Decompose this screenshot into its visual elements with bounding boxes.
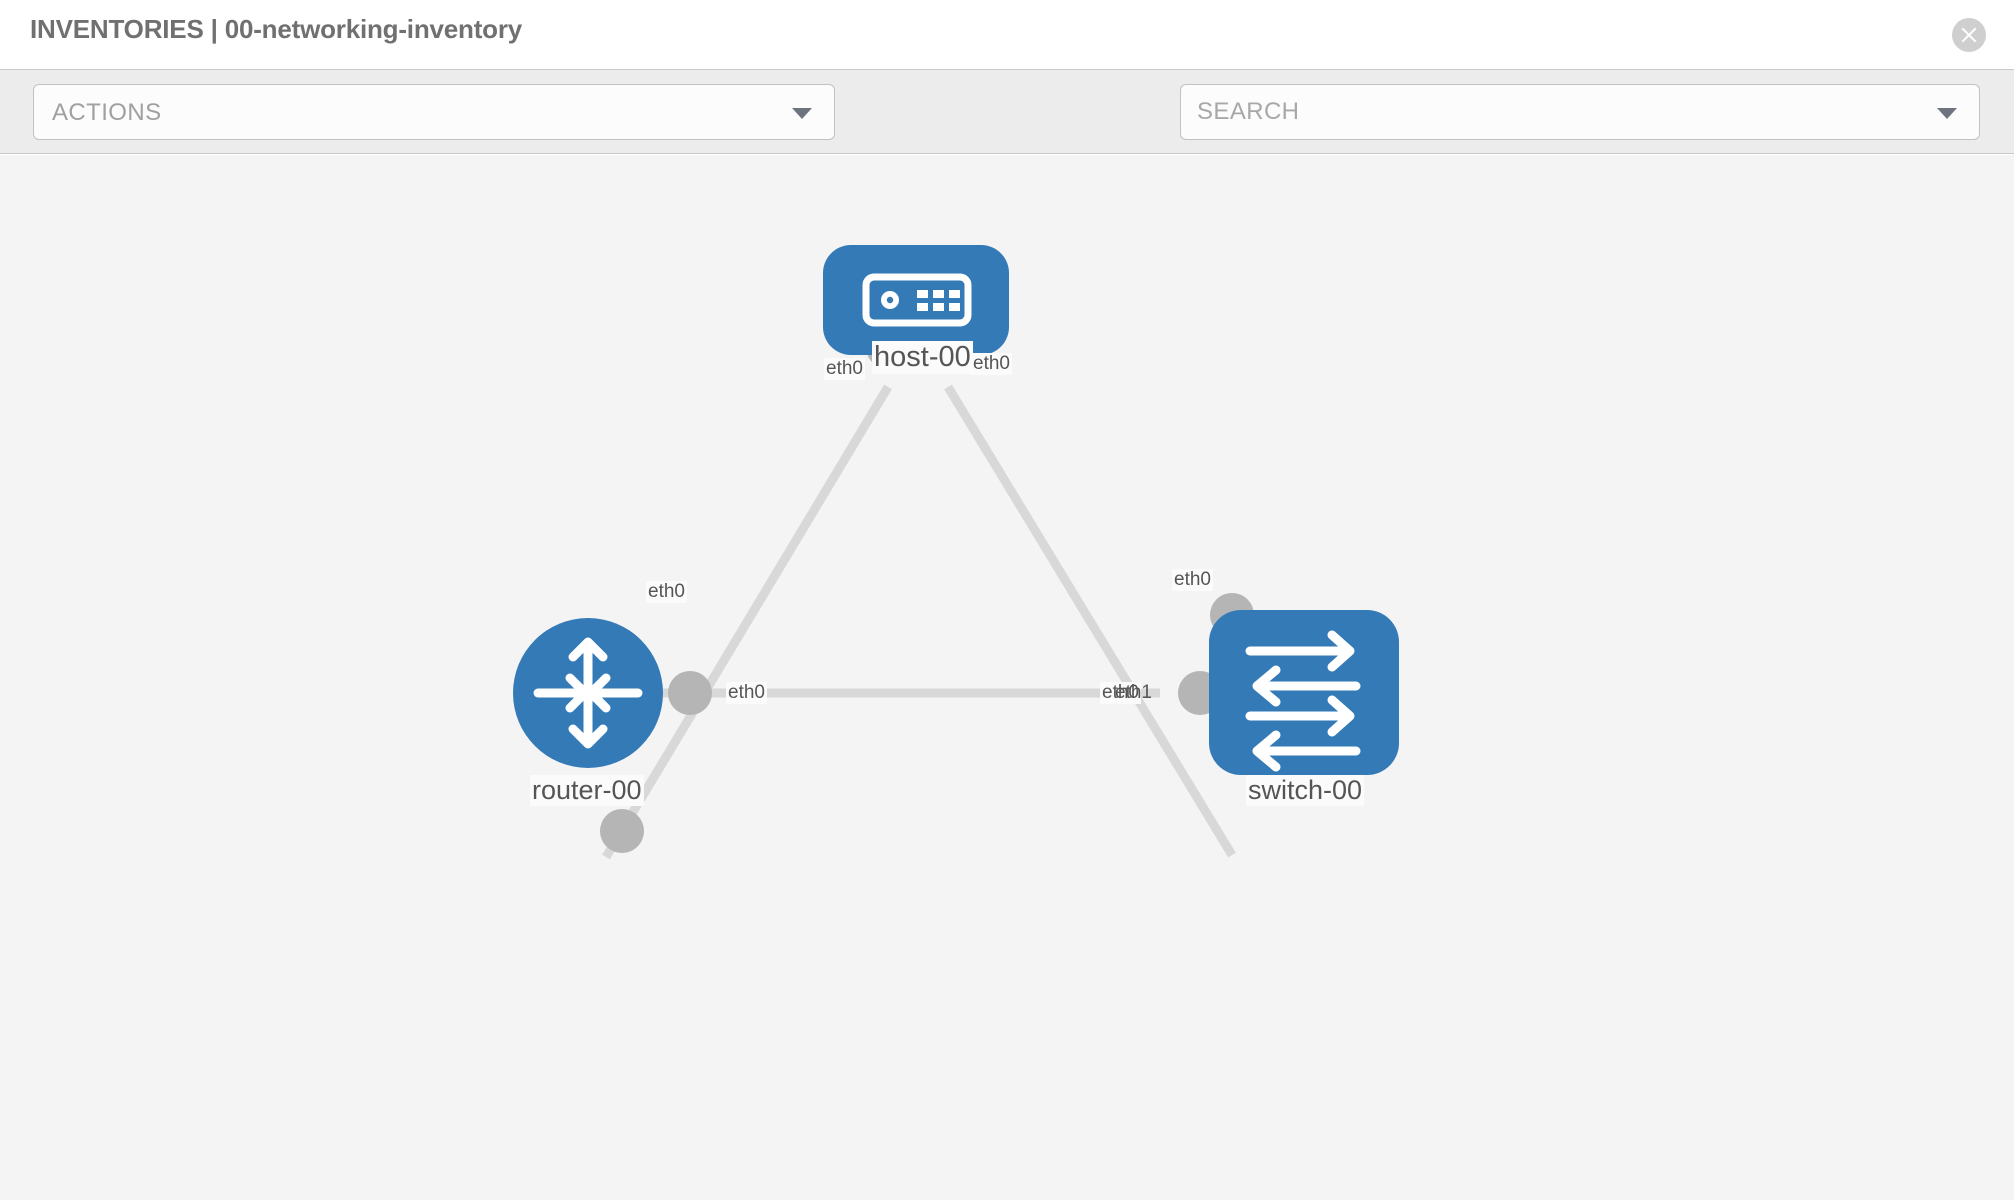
- server-icon: [862, 273, 972, 327]
- page-title: INVENTORIES | 00-networking-inventory: [30, 14, 523, 44]
- iface-label-switch-left-under: eth0: [1100, 682, 1141, 704]
- node-label-router-00: router-00: [530, 775, 644, 806]
- link-endpoint-layer: [600, 325, 1254, 853]
- iface-label-switch-left-over: eth1: [1115, 682, 1152, 703]
- iface-label-router-right: eth0: [726, 682, 767, 704]
- link-host-router[interactable]: [602, 384, 892, 860]
- actions-dropdown-label: ACTIONS: [52, 99, 162, 126]
- search-input[interactable]: [1197, 85, 1897, 139]
- page-header: INVENTORIES | 00-networking-inventory: [0, 0, 2014, 69]
- endpoint-router-right[interactable]: [668, 671, 712, 715]
- switch-arrows-icon: [1245, 630, 1361, 772]
- iface-label-host-right: eth0: [971, 353, 1012, 375]
- topology-canvas[interactable]: host-00 router-00 switch-00 eth0 eth0 et…: [0, 155, 2014, 1200]
- endpoint-router-up[interactable]: [600, 809, 644, 853]
- node-label-switch-00: switch-00: [1246, 775, 1365, 806]
- search-box[interactable]: [1180, 84, 1980, 140]
- iface-label-switch-up: eth0: [1172, 569, 1213, 591]
- node-host-00[interactable]: [823, 245, 1009, 355]
- link-host-switch[interactable]: [944, 384, 1236, 858]
- router-arrows-icon: [533, 637, 643, 749]
- toolbar: ACTIONS: [0, 69, 2014, 200]
- close-button[interactable]: [1952, 18, 1986, 52]
- node-router-00[interactable]: [513, 618, 663, 768]
- iface-label-host-left: eth0: [824, 358, 865, 380]
- node-label-host-00: host-00: [872, 341, 973, 374]
- link-layer: [602, 384, 1236, 860]
- topology-graph: [513, 245, 1399, 860]
- close-icon: [1961, 27, 1977, 43]
- chevron-down-icon: [792, 108, 812, 119]
- iface-label-router-up: eth0: [646, 581, 687, 603]
- actions-dropdown[interactable]: ACTIONS: [33, 84, 835, 140]
- node-switch-00[interactable]: [1209, 610, 1399, 775]
- chevron-down-icon[interactable]: [1937, 108, 1957, 119]
